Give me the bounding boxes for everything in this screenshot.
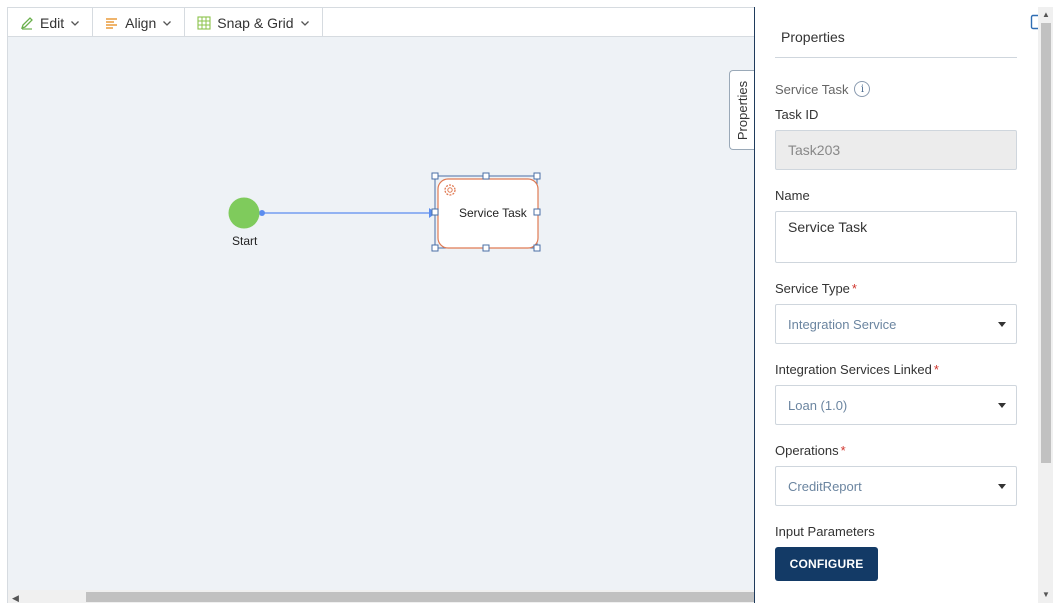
edit-menu-button[interactable]: Edit xyxy=(8,8,94,37)
snap-grid-menu-button[interactable]: Snap & Grid xyxy=(185,8,323,37)
canvas-toolbar: Edit Align Snap & Grid xyxy=(8,8,755,37)
operations-label: Operations* xyxy=(775,443,846,458)
caret-down-icon xyxy=(998,322,1006,327)
integration-linked-select[interactable]: Loan (1.0) xyxy=(775,385,1017,425)
task-id-label: Task ID xyxy=(775,107,819,122)
element-type-label: Service Task xyxy=(775,81,849,97)
name-field[interactable]: Service Task xyxy=(775,211,1017,263)
align-icon xyxy=(106,17,118,29)
integration-linked-label-text: Integration Services Linked xyxy=(775,362,932,377)
integration-linked-value: Loan (1.0) xyxy=(788,397,848,413)
required-mark: * xyxy=(840,443,846,458)
service-type-label-text: Service Type xyxy=(775,281,850,296)
diagram-canvas[interactable]: Edit Align Snap & Grid xyxy=(7,7,755,603)
chevron-down-icon xyxy=(71,20,80,26)
grid-icon xyxy=(197,15,211,30)
align-menu-label: Align xyxy=(125,14,157,31)
resize-handles[interactable] xyxy=(431,172,541,252)
gear-icon xyxy=(444,184,456,196)
properties-side-tab-label: Properties xyxy=(735,80,751,140)
vertical-scroll-thumb[interactable] xyxy=(1041,23,1051,463)
pencil-icon xyxy=(20,16,33,30)
input-parameters-label: Input Parameters xyxy=(775,524,875,539)
start-event-label: Start xyxy=(232,234,258,248)
horizontal-scrollbar[interactable]: ◀ xyxy=(8,590,755,603)
chevron-down-icon xyxy=(300,20,309,26)
operations-select[interactable]: CreditReport xyxy=(775,466,1017,506)
connector-start-dot xyxy=(259,210,265,216)
service-type-label: Service Type* xyxy=(775,281,857,296)
service-type-value: Integration Service xyxy=(788,316,897,332)
configure-button[interactable]: CONFIGURE xyxy=(775,547,878,581)
caret-down-icon xyxy=(998,403,1006,408)
vertical-scrollbar[interactable]: ▲ ▼ xyxy=(1038,7,1053,603)
horizontal-scroll-thumb[interactable] xyxy=(86,592,755,602)
required-mark: * xyxy=(851,281,857,296)
scroll-down-icon[interactable]: ▼ xyxy=(1042,590,1050,599)
panel-divider xyxy=(775,57,1017,58)
properties-panel: Properties Service Task i Task ID Task20… xyxy=(754,7,1053,603)
service-type-select[interactable]: Integration Service xyxy=(775,304,1017,344)
diagram-area[interactable]: Start Service Task xyxy=(8,37,755,590)
required-mark: * xyxy=(933,362,939,377)
chevron-down-icon xyxy=(163,20,172,26)
panel-title: Properties xyxy=(781,29,845,45)
snap-grid-menu-label: Snap & Grid xyxy=(217,14,294,31)
service-task-label: Service Task xyxy=(459,206,527,220)
caret-down-icon xyxy=(998,484,1006,489)
edit-menu-label: Edit xyxy=(40,14,65,31)
info-icon[interactable]: i xyxy=(854,81,871,97)
start-event[interactable] xyxy=(228,197,260,229)
element-type-subtitle: Service Task i xyxy=(775,81,871,97)
diagram-svg xyxy=(228,172,541,252)
integration-linked-label: Integration Services Linked* xyxy=(775,362,939,377)
properties-side-tab[interactable]: Properties xyxy=(729,70,756,150)
operations-label-text: Operations xyxy=(775,443,839,458)
name-label: Name xyxy=(775,188,810,203)
operations-value: CreditReport xyxy=(788,478,862,494)
scroll-left-icon[interactable]: ◀ xyxy=(12,593,19,603)
align-menu-button[interactable]: Align xyxy=(93,8,186,37)
scroll-up-icon[interactable]: ▲ xyxy=(1042,10,1050,19)
task-id-field: Task203 xyxy=(775,130,1017,170)
